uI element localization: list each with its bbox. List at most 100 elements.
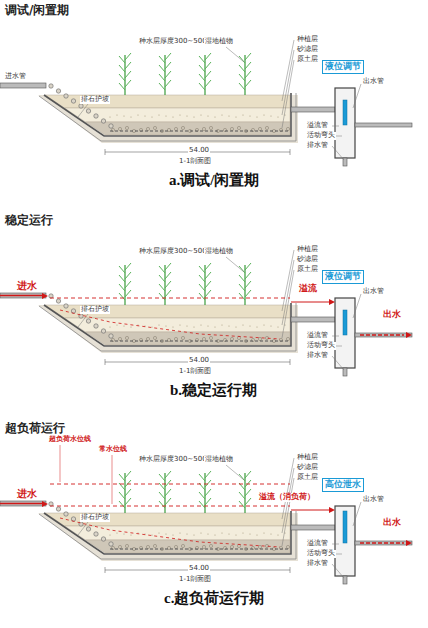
- plant-leaf: [245, 281, 251, 288]
- plant-leaf: [205, 489, 211, 496]
- sand-dot: [270, 115, 271, 116]
- sand-dot: [165, 533, 166, 534]
- sand-dot: [270, 533, 271, 534]
- sand-dot: [249, 115, 250, 116]
- plant-leaf: [245, 62, 251, 69]
- sand-dot: [116, 532, 117, 533]
- plant-leaf: [119, 266, 125, 273]
- gravel-stone: [202, 337, 205, 340]
- plant-leaf: [159, 83, 165, 90]
- leader-line: [226, 47, 244, 62]
- callout-box: 液位调节: [322, 270, 364, 284]
- liner: [44, 303, 291, 346]
- plant-leaf: [125, 489, 131, 496]
- gravel-stone: [230, 127, 233, 130]
- part-label: 溢流: [298, 284, 318, 294]
- gravel-stone: [286, 337, 289, 340]
- leader-line: [332, 544, 339, 545]
- sand-dot: [249, 533, 250, 534]
- sand-dot: [277, 326, 278, 327]
- leader-line: [112, 455, 113, 504]
- dimension-tick: [105, 359, 106, 365]
- part-label: 种植层: [296, 454, 319, 462]
- sand-dot: [242, 532, 243, 533]
- plant-leaf: [159, 74, 165, 81]
- outlet-well: [335, 298, 355, 368]
- riprap-stone: [101, 119, 105, 123]
- plant-leaf: [159, 284, 165, 291]
- outlet-pipe: [291, 317, 335, 322]
- plant-leaf: [205, 62, 211, 69]
- part-label: 原土层: [296, 474, 319, 482]
- plant-leaf: [165, 80, 171, 87]
- sand-dot: [214, 326, 215, 327]
- gravel-stone: [230, 545, 233, 548]
- part-label: 常水位线: [98, 446, 128, 454]
- plant-leaf: [119, 275, 125, 282]
- plant-leaf: [119, 65, 125, 72]
- plant-leaf: [119, 83, 125, 90]
- plant-leaf: [239, 56, 245, 63]
- leader-line: [332, 336, 339, 337]
- outlet-well: [335, 506, 355, 576]
- plant-leaf: [245, 489, 251, 496]
- plant-leaf: [199, 83, 205, 90]
- sand-dot: [116, 324, 117, 325]
- inflow-line: [0, 295, 44, 297]
- gravel-stone: [209, 336, 212, 339]
- sand-dot: [277, 534, 278, 535]
- leader-line: [353, 294, 361, 318]
- gravel-stone: [237, 126, 240, 129]
- part-label: 出水管: [362, 496, 385, 504]
- part-label: 出水管: [362, 288, 385, 296]
- plant-leaf: [199, 65, 205, 72]
- part-label: 进水管: [4, 73, 27, 81]
- part-label: 种植层: [296, 36, 319, 44]
- sand-dot: [263, 324, 264, 325]
- leader-line: [78, 314, 88, 327]
- plant-leaf: [239, 266, 245, 273]
- leader-line: [78, 522, 88, 535]
- leader-line: [332, 356, 344, 370]
- riser-pipe: [343, 310, 347, 335]
- plant-leaf: [119, 501, 125, 508]
- sand-dot: [179, 324, 180, 325]
- part-label: 溢流（消负荷）: [258, 493, 316, 502]
- gravel-stone: [258, 337, 261, 340]
- plant-leaf: [239, 74, 245, 81]
- collector-pipe: [110, 548, 290, 549]
- gravel-stone: [230, 337, 233, 340]
- gravel-stone: [181, 336, 184, 339]
- part-label: 湿地植物: [204, 248, 234, 256]
- outflow-line: [360, 334, 404, 335]
- sand-dot: [123, 115, 124, 116]
- dimension-tick: [105, 149, 106, 155]
- gravel-stone: [286, 127, 289, 130]
- riprap-stone: [94, 114, 98, 118]
- part-label: 原土层: [296, 266, 319, 274]
- arrow-head: [329, 299, 335, 305]
- gravel-stone: [146, 337, 149, 340]
- base-line: [39, 303, 296, 351]
- sand-dot: [165, 115, 166, 116]
- riprap-stone: [94, 532, 98, 536]
- leader-line: [332, 564, 344, 578]
- gravel-stone: [174, 337, 177, 340]
- plant-leaf: [159, 501, 165, 508]
- riprap-stone: [101, 537, 105, 541]
- panel-title: 稳定运行: [4, 214, 54, 227]
- riser-pipe: [343, 100, 347, 125]
- riprap-stone: [94, 324, 98, 328]
- sand-dot: [158, 114, 159, 115]
- base-line: [39, 93, 296, 141]
- leader-line: [282, 478, 294, 546]
- plant-leaf: [165, 71, 171, 78]
- plant-leaf: [199, 275, 205, 282]
- sand-dot: [221, 324, 222, 325]
- sand-dot: [116, 114, 117, 115]
- part-label: 砂滤层: [296, 256, 319, 264]
- outflow-line: [360, 542, 404, 543]
- gravel-stone: [153, 126, 156, 129]
- gravel-stone: [258, 127, 261, 130]
- riprap-stone: [49, 84, 53, 88]
